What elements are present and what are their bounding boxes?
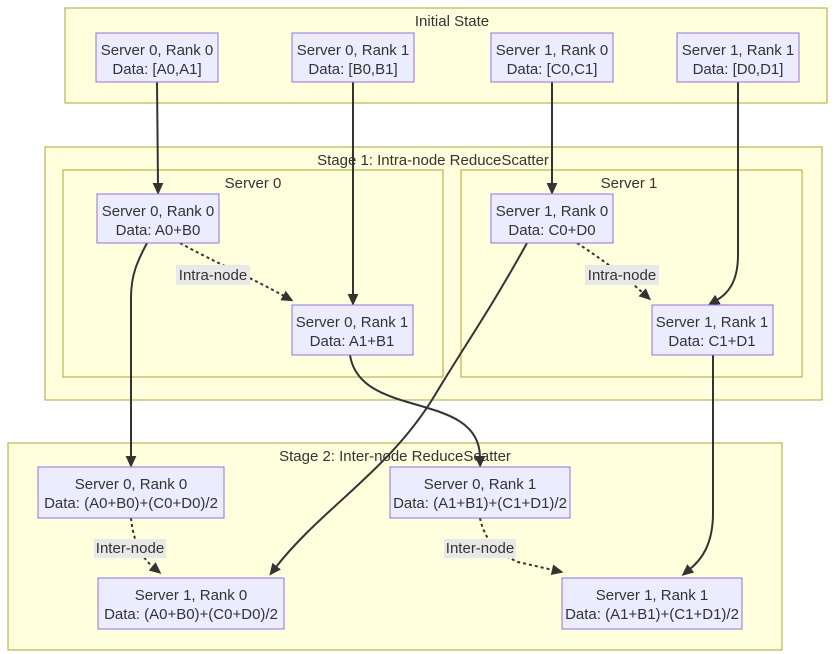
node-label-line1: Server 1, Rank 1: [596, 587, 709, 604]
node-label-line2: Data: C0+D0: [508, 222, 595, 239]
node-box: [97, 577, 285, 630]
cluster-server0-title: Server 0: [225, 175, 282, 192]
node-stage2-server1-rank0: Server 1, Rank 0 Data: (A0+B0)+(C0+D0)/2: [97, 577, 285, 630]
node-label-line2: Data: (A1+B1)+(C1+D1)/2: [393, 495, 567, 512]
cluster-initial-title: Initial State: [415, 13, 489, 30]
node-label-line2: Data: [C0,C1]: [507, 61, 598, 78]
edge-label-bg: [176, 265, 250, 285]
node-label-line2: Data: [B0,B1]: [308, 61, 397, 78]
node-label-line1: Server 0, Rank 1: [296, 314, 409, 331]
edge-label-inter-node-left: Inter-node: [94, 539, 166, 558]
edge-stage1-s0r0-to-stage2-s0r0: [125, 242, 148, 468]
node-init-server0-rank1: Server 0, Rank 1 Data: [B0,B1]: [291, 32, 415, 83]
node-label-line1: Server 1, Rank 0: [496, 203, 609, 220]
node-stage1-server0-rank1: Server 0, Rank 1 Data: A1+B1: [291, 304, 414, 356]
node-label-line1: Server 1, Rank 0: [496, 42, 609, 59]
node-init-server1-rank0: Server 1, Rank 0 Data: [C0,C1]: [490, 32, 614, 83]
node-stage2-server0-rank1: Server 0, Rank 1 Data: (A1+B1)+(C1+D1)/2: [389, 466, 571, 519]
node-stage1-server1-rank1: Server 1, Rank 1 Data: C1+D1: [651, 304, 774, 356]
node-label-line1: Server 0, Rank 0: [75, 476, 188, 493]
node-label-line1: Server 1, Rank 0: [135, 587, 248, 604]
edge-label-bg: [444, 539, 516, 558]
node-box: [561, 577, 743, 630]
edge-intra-node-server0: [179, 242, 294, 302]
node-label-line1: Server 0, Rank 1: [424, 476, 537, 493]
node-init-server1-rank1: Server 1, Rank 1 Data: [D0,D1]: [676, 32, 800, 83]
edge-intra-node-server1: [576, 242, 652, 301]
node-label-line2: Data: (A0+B0)+(C0+D0)/2: [44, 495, 218, 512]
node-label-line1: Server 0, Rank 1: [297, 42, 410, 59]
node-box: [96, 193, 220, 244]
node-label-line2: Data: A0+B0: [116, 222, 201, 239]
node-label-line2: Data: [D0,D1]: [693, 61, 784, 78]
cluster-stage2-title: Stage 2: Inter-node ReduceScatter: [279, 448, 511, 465]
node-box: [291, 32, 415, 83]
node-stage1-server0-rank0: Server 0, Rank 0 Data: A0+B0: [96, 193, 220, 244]
node-label-line1: Server 1, Rank 1: [656, 314, 769, 331]
node-box: [389, 466, 571, 519]
edge-stage1-s1r0-to-stage2-s1r0: [269, 242, 528, 576]
edge-label-text: Inter-node: [446, 540, 514, 557]
edge-stage1-s0r1-to-stage2-s0r1: [349, 354, 486, 468]
edge-label-text: Inter-node: [96, 540, 164, 557]
node-label-line2: Data: C1+D1: [668, 333, 755, 350]
node-label-line2: Data: (A1+B1)+(C1+D1)/2: [565, 606, 739, 623]
cluster-server1-title: Server 1: [601, 175, 658, 192]
node-label-line1: Server 1, Rank 1: [682, 42, 795, 59]
node-box: [95, 32, 219, 83]
edge-label-intra-node-left: Intra-node: [176, 265, 250, 285]
node-label-line2: Data: [A0,A1]: [112, 61, 201, 78]
edge-label-bg: [94, 539, 166, 558]
node-box: [291, 304, 414, 356]
node-box: [37, 466, 225, 519]
edge-label-bg: [585, 265, 659, 285]
node-label-line2: Data: (A0+B0)+(C0+D0)/2: [104, 606, 278, 623]
node-box: [651, 304, 774, 356]
cluster-stage1-title: Stage 1: Intra-node ReduceScatter: [317, 152, 549, 169]
edge-init-s1r1-to-stage1-s1r1: [707, 82, 739, 306]
node-stage2-server0-rank0: Server 0, Rank 0 Data: (A0+B0)+(C0+D0)/2: [37, 466, 225, 519]
edge-label-intra-node-right: Intra-node: [585, 265, 659, 285]
node-label-line1: Server 0, Rank 0: [101, 42, 214, 59]
edge-label-text: Intra-node: [179, 267, 247, 284]
node-stage1-server1-rank0: Server 1, Rank 0 Data: C0+D0: [490, 193, 614, 244]
edge-label-text: Intra-node: [588, 267, 656, 284]
node-box: [676, 32, 800, 83]
node-label-line1: Server 0, Rank 0: [102, 203, 215, 220]
node-label-line2: Data: A1+B1: [310, 333, 395, 350]
node-stage2-server1-rank1: Server 1, Rank 1 Data: (A1+B1)+(C1+D1)/2: [561, 577, 743, 630]
node-box: [490, 193, 614, 244]
edge-inter-node-left: [130, 517, 162, 574]
edge-stage1-s1r1-to-stage2-s1r1: [681, 355, 714, 576]
node-box: [490, 32, 614, 83]
edge-label-inter-node-right: Inter-node: [444, 539, 516, 558]
node-init-server0-rank0: Server 0, Rank 0 Data: [A0,A1]: [95, 32, 219, 83]
edge-init-s0r0-to-stage1-s0r0: [152, 81, 164, 195]
